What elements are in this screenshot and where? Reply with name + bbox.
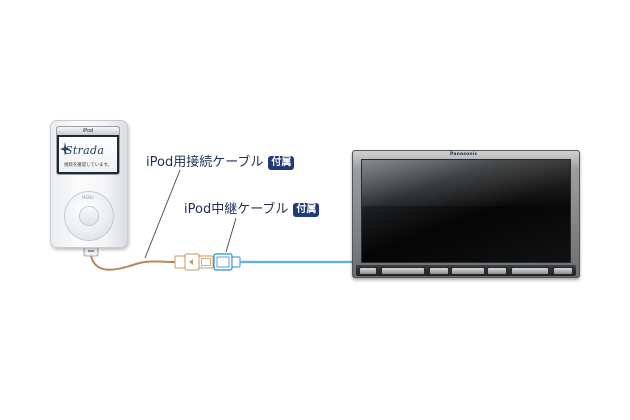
ipod-cable-label-text: iPod用接続ケーブル xyxy=(146,155,264,170)
ipod-relay-cable-label: iPod中継ケーブル付属 xyxy=(184,202,320,218)
ipod-display: Strada 接続を確認しています。 xyxy=(59,137,117,172)
relay-cable-callout-line xyxy=(225,217,237,253)
ipod-click-wheel: MENU xyxy=(65,192,113,240)
included-badge: 付属 xyxy=(293,203,320,217)
wheel-menu-label: MENU xyxy=(82,195,94,200)
head-unit-button xyxy=(554,268,572,274)
head-unit-button xyxy=(512,268,548,274)
ipod-cable-callout-line xyxy=(144,169,181,259)
head-unit-button xyxy=(382,268,424,274)
ipod-relay-cable-label-text: iPod中継ケーブル xyxy=(184,202,289,217)
ipod-cable-label: iPod用接続ケーブル付属 xyxy=(146,155,295,171)
ipod-device: iPod Strada 接続を確認しています。 MENU xyxy=(50,120,128,248)
head-unit-button xyxy=(488,268,506,274)
ipod-connection-cable xyxy=(90,255,177,271)
ipod-screen: iPod Strada 接続を確認しています。 xyxy=(57,127,119,174)
strada-star-icon xyxy=(60,142,70,156)
head-unit-screen xyxy=(362,160,570,262)
ipod-status-message: 接続を確認しています。 xyxy=(64,163,112,168)
strada-logo: Strada xyxy=(65,144,105,157)
head-unit-brand: Panasonic xyxy=(450,152,478,157)
ipod-screen-title: iPod xyxy=(57,127,119,135)
head-unit-button xyxy=(430,268,448,274)
usb-plug xyxy=(174,253,214,271)
usb-socket xyxy=(213,253,241,271)
included-badge: 付属 xyxy=(268,156,295,170)
ipod-center-button xyxy=(80,207,98,225)
head-unit-button xyxy=(452,268,484,274)
head-unit-button xyxy=(360,268,376,274)
head-unit: Panasonic xyxy=(352,150,580,278)
